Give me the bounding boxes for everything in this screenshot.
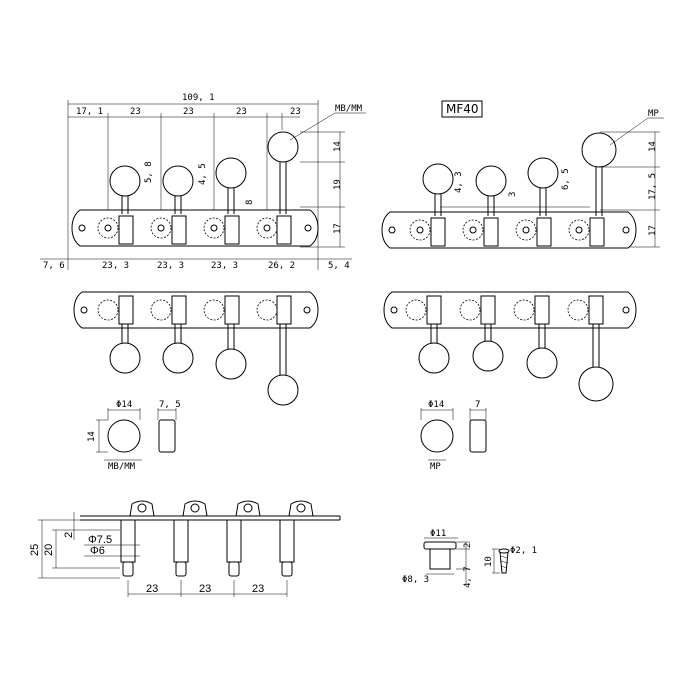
knob-3: [215, 157, 247, 214]
dim-overall: 109, 1: [182, 93, 215, 103]
knob-1: [109, 165, 141, 214]
knob-label-mp: MP: [430, 462, 441, 472]
dim-v-3: 14: [333, 141, 343, 152]
dim-bottom-3: 23, 3: [211, 261, 238, 271]
dim-spacing-4: 23: [290, 107, 301, 117]
knob-2: [162, 165, 194, 214]
dim-mp-v-5: 17: [648, 225, 658, 236]
side-height-2: 2: [63, 532, 75, 538]
gear-row-mp: [409, 217, 605, 247]
side-spacing-2: 23: [252, 583, 264, 595]
knob-mp-3: [527, 157, 559, 216]
bushing-h2: 4, 7: [463, 566, 473, 588]
side-spacing-1: 23: [199, 583, 211, 595]
dim-v-0: 5, 8: [144, 161, 154, 183]
dim-bottom-0: 7, 6: [43, 261, 65, 271]
gear-row: [97, 215, 292, 245]
side-dia-75: Φ7.5: [88, 534, 112, 546]
leader-mp: MP: [648, 109, 659, 119]
tuner-back-view-mp: [383, 291, 637, 402]
leader-mbmm: MB/MM: [335, 104, 363, 114]
tuner-front-view-mbmm: MB/MM 109, 1 17, 1 23 23 23 23 7, 6 23, …: [40, 93, 366, 271]
knob-label-mbmm: MB/MM: [108, 462, 136, 472]
dim-bottom-4: 26, 2: [268, 261, 295, 271]
knob-dia-mp: Φ14: [428, 400, 444, 410]
side-spacing-0: 23: [146, 583, 158, 595]
dim-mp-v-1: 3: [508, 192, 518, 197]
knob-mp-1: [422, 163, 454, 216]
side-height-20: 20: [43, 544, 55, 556]
dim-spacing-1: 23: [130, 107, 141, 117]
dim-v-2: 8: [245, 200, 255, 205]
screw-dia: Φ2, 1: [510, 546, 537, 556]
dim-mp-v-4: 17, 5: [648, 173, 658, 200]
dim-spacing-2: 23: [183, 107, 194, 117]
dim-mp-v-2: 6, 5: [561, 168, 571, 190]
dim-mp-v-3: 14: [648, 141, 658, 152]
knob-mp-2: [475, 165, 507, 216]
side-dia-6: Φ6: [90, 545, 105, 557]
screw-detail: Φ2, 1 10: [484, 546, 537, 574]
knob-detail-mp: Φ14 7 MP: [420, 400, 487, 472]
knob-width-mp: 7: [475, 400, 480, 410]
dim-mp-v-0: 4, 3: [454, 171, 464, 193]
tuner-back-view-mbmm: [73, 291, 319, 406]
side-height-25: 25: [29, 544, 41, 556]
bushing-dia-top: Φ11: [430, 529, 446, 539]
bushing-detail: Φ11 Φ8, 3 2 4, 7: [402, 529, 473, 588]
dim-bottom-1: 23, 3: [102, 261, 129, 271]
bushing-dia-bottom: Φ8, 3: [402, 575, 429, 585]
dim-v-5: 17: [333, 223, 343, 234]
knob-dia-mbmm: Φ14: [116, 400, 132, 410]
knob-mp-4: [581, 132, 617, 216]
knob-width-mbmm: 7, 5: [159, 400, 181, 410]
dim-bottom-5: 5, 4: [328, 261, 350, 271]
tuner-front-view-mp: MF40: [381, 100, 664, 249]
knob-height-mbmm: 14: [87, 431, 97, 442]
dim-v-1: 4, 5: [198, 163, 208, 185]
dim-spacing-3: 23: [236, 107, 247, 117]
dim-spacing-0: 17, 1: [76, 107, 103, 117]
model-label: MF40: [446, 102, 479, 116]
dim-bottom-2: 23, 3: [157, 261, 184, 271]
screw-length: 10: [484, 556, 494, 567]
tuner-side-view: 25 20 2 Φ7.5 Φ6 23 23 23: [29, 500, 341, 597]
bushing-h1: 2: [463, 543, 473, 548]
dim-v-4: 19: [333, 179, 343, 190]
knob-detail-mbmm: Φ14 7, 5 14 MB/MM: [87, 400, 181, 472]
knob-4: [267, 131, 299, 214]
